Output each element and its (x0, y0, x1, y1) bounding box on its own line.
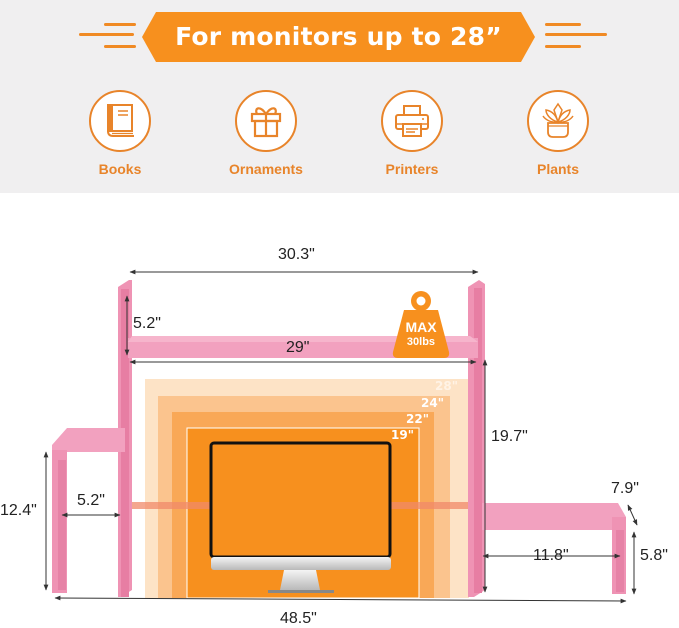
monitor-size-24: 24" (421, 396, 444, 410)
left-side-shelf (52, 428, 125, 593)
features-header: For monitors up to 28” Books Or (0, 0, 679, 193)
dim-left-height: 12.4" (0, 502, 37, 519)
weight-icon (392, 291, 450, 358)
right-side-shelf (482, 503, 626, 594)
dim-upright-gap: 5.2" (133, 315, 161, 332)
use-label: Plants (536, 161, 579, 177)
dim-right-width: 11.8" (533, 547, 569, 564)
monitor-size-22: 22" (406, 412, 429, 426)
monitor-size-19: 19" (391, 428, 414, 442)
max-weight-value: 30lbs (406, 336, 436, 348)
dim-side-depth: 7.9" (611, 480, 639, 497)
speed-line-icon (104, 45, 136, 48)
use-label: Ornaments (229, 161, 303, 177)
dim-main-height: 19.7" (491, 428, 528, 445)
max-label: MAX (405, 319, 437, 335)
dimension-arrows (43, 269, 638, 604)
gift-icon (250, 107, 282, 138)
use-label: Books (98, 161, 142, 177)
banner-title: For monitors up to 28” (175, 22, 502, 51)
use-ornaments: Ornaments (206, 90, 326, 177)
max-weight-badge: MAX 30lbs (393, 289, 449, 359)
banner-shape-icon (142, 12, 535, 62)
dim-top-width: 30.3" (278, 246, 315, 263)
speed-line-icon (545, 33, 607, 36)
monitor-size-28: 28" (435, 379, 458, 393)
use-plants: Plants (498, 90, 618, 177)
dim-left-gap: 5.2" (77, 492, 105, 509)
book-icon (107, 104, 134, 137)
use-label: Printers (385, 161, 439, 177)
plant-icon (542, 102, 574, 138)
speed-line-icon (79, 33, 134, 36)
dim-total-width: 48.5" (280, 610, 317, 627)
monitor-size-banner: For monitors up to 28” (142, 12, 535, 62)
dim-shelf-width: 29" (286, 339, 310, 356)
monitor-illustration (209, 441, 392, 593)
speed-line-icon (104, 23, 136, 26)
printer-icon (395, 105, 429, 137)
product-dimension-diagram (43, 269, 638, 604)
use-books: Books (60, 90, 180, 177)
speed-line-icon (545, 45, 581, 48)
use-printers: Printers (352, 90, 472, 177)
dim-right-height: 5.8" (640, 547, 668, 564)
speed-line-icon (545, 23, 581, 26)
